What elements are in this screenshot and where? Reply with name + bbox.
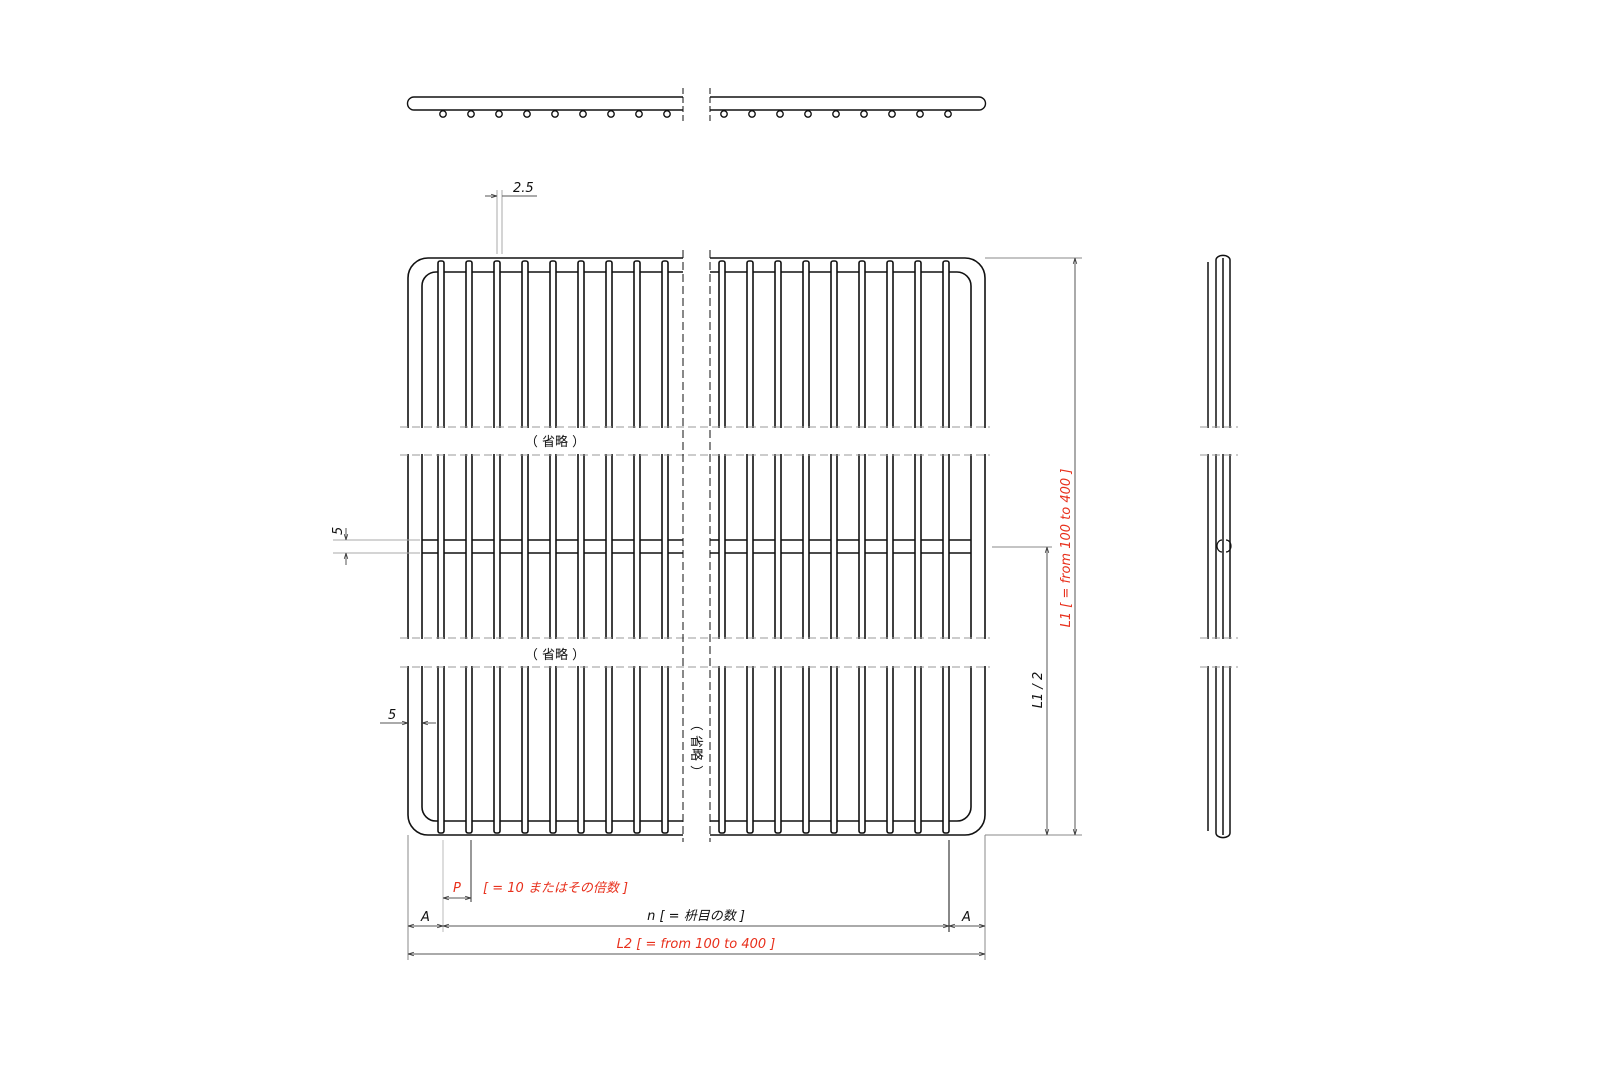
wire-bar xyxy=(746,260,754,834)
wire-section xyxy=(663,110,671,118)
wire-bar xyxy=(437,260,445,834)
omitted-label: （ 省略 ） xyxy=(525,647,585,663)
wire-bar xyxy=(661,260,669,834)
dimension-lines xyxy=(333,190,1082,960)
wire-bar xyxy=(549,260,557,834)
wire-bar xyxy=(633,260,641,834)
width-label: L2 [ = from 100 to 400 ] xyxy=(617,937,776,952)
wire-bar xyxy=(774,260,782,834)
wire-section xyxy=(832,110,840,118)
wire-section xyxy=(495,110,503,118)
wire-bar xyxy=(493,260,501,834)
wire-bar xyxy=(914,260,922,834)
wire-section xyxy=(607,110,615,118)
wire-diameter-dim: 2.5 xyxy=(513,181,534,196)
wire-bar xyxy=(718,260,726,834)
wire-section xyxy=(916,110,924,118)
wire-bar xyxy=(942,260,950,834)
wire-section xyxy=(439,110,447,118)
omitted-label: （ 省略 ） xyxy=(525,434,585,450)
wire-bar xyxy=(858,260,866,834)
wire-section xyxy=(804,110,812,118)
wire-bar xyxy=(521,260,529,834)
wire-bar xyxy=(465,260,473,834)
pitch-note: [ = 10 またはその倍数 ] xyxy=(483,880,628,896)
wire-bar xyxy=(802,260,810,834)
frame-width-dim-mid: 5 xyxy=(331,527,346,535)
height-label: L1 [ = from 100 to 400 ] xyxy=(1059,469,1074,628)
pitch-label: P xyxy=(453,881,461,896)
margin-label-left: A xyxy=(420,910,430,925)
wire-section xyxy=(748,110,756,118)
frame-width-dim-left: 5 xyxy=(388,708,396,723)
wire-section xyxy=(888,110,896,118)
wire-section xyxy=(551,110,559,118)
wire-bar xyxy=(605,260,613,834)
top-view xyxy=(406,88,987,124)
wire-section xyxy=(860,110,868,118)
plan-view xyxy=(395,250,995,842)
margin-label-right: A xyxy=(961,910,971,925)
wire-section xyxy=(523,110,531,118)
wire-section xyxy=(720,110,728,118)
wire-section xyxy=(776,110,784,118)
half-height-label: L1 / 2 xyxy=(1031,672,1046,708)
wire-section xyxy=(467,110,475,118)
wire-bar xyxy=(886,260,894,834)
side-view xyxy=(1200,254,1240,839)
wire-section xyxy=(635,110,643,118)
wire-section xyxy=(579,110,587,118)
wire-section xyxy=(944,110,952,118)
mesh-count-label: n [ = 枡目の数 ] xyxy=(647,909,745,924)
wire-bar xyxy=(577,260,585,834)
omitted-label-vertical: （ 省略 ） xyxy=(688,718,704,778)
wire-bar xyxy=(830,260,838,834)
